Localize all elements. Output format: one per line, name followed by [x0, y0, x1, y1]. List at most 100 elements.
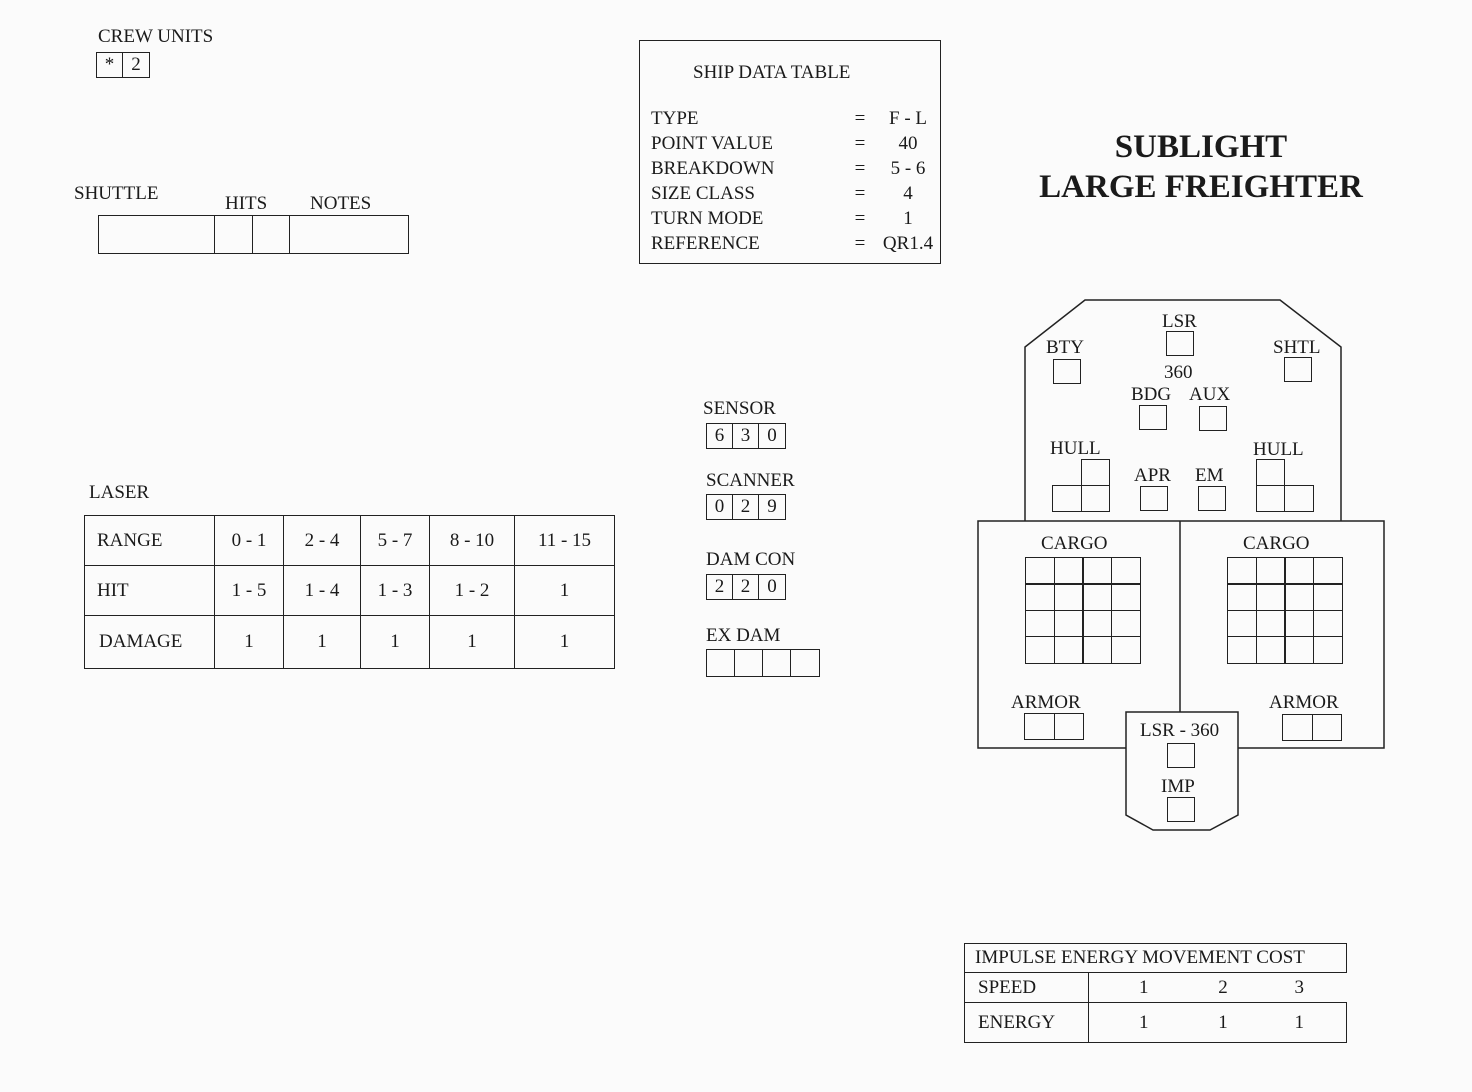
cargo-box[interactable] [1284, 635, 1314, 664]
hull-right-box[interactable] [1256, 459, 1285, 486]
sensor-box[interactable]: 3 [733, 424, 759, 448]
laser-hit-header: HIT [84, 565, 215, 616]
cargo-box[interactable] [1053, 635, 1084, 664]
cargo-box[interactable] [1082, 583, 1112, 611]
hull-left-box[interactable] [1052, 485, 1082, 512]
cargo-box[interactable] [1312, 609, 1343, 638]
impulse-speed-row: SPEED 1 2 3 [964, 972, 1346, 1003]
imp-label: IMP [1161, 776, 1195, 797]
shuttle-name-cell[interactable] [99, 216, 215, 253]
laser-damage-header: DAMAGE [84, 615, 215, 669]
cargo-box[interactable] [1255, 635, 1286, 664]
cargo-box[interactable] [1110, 557, 1141, 585]
lsr-aft-box[interactable] [1167, 743, 1195, 768]
exdam-box[interactable] [707, 650, 735, 676]
lsr-box[interactable] [1166, 331, 1194, 356]
cargo-box[interactable] [1025, 635, 1055, 664]
armor-right-box[interactable] [1282, 714, 1313, 741]
bty-box[interactable] [1053, 359, 1081, 384]
cargo-box[interactable] [1025, 557, 1055, 585]
cargo-box[interactable] [1312, 557, 1343, 585]
laser-range-cell: 5 - 7 [360, 515, 430, 566]
ship-data-table: SHIP DATA TABLE TYPE=F - L POINT VALUE=4… [639, 40, 941, 264]
exdam-box[interactable] [763, 650, 791, 676]
armor-right-label: ARMOR [1269, 692, 1339, 713]
aux-box[interactable] [1199, 406, 1227, 431]
armor-left-box[interactable] [1024, 713, 1055, 740]
hull-left-box[interactable] [1081, 459, 1110, 486]
scanner-box[interactable]: 0 [707, 495, 733, 519]
laser-damage-cell: 1 [514, 615, 615, 669]
cargo-box[interactable] [1082, 609, 1112, 638]
shtl-box[interactable] [1284, 357, 1312, 382]
scanner-box[interactable]: 9 [767, 496, 777, 517]
shuttle-hit-box[interactable] [253, 216, 290, 253]
cargo-box[interactable] [1053, 583, 1084, 611]
cargo-box[interactable] [1082, 635, 1112, 664]
cargo-box[interactable] [1110, 635, 1141, 664]
impulse-energy-row: ENERGY 1 1 1 [964, 1002, 1347, 1043]
cargo-box[interactable] [1053, 557, 1084, 585]
shuttle-hit-box[interactable] [215, 216, 253, 253]
crew-box[interactable]: * [97, 53, 123, 77]
sensor-box[interactable]: 0 [767, 425, 777, 446]
cargo-box[interactable] [1227, 583, 1257, 611]
shuttle-notes-cell[interactable] [290, 216, 408, 253]
cargo-box[interactable] [1110, 609, 1141, 638]
exdam-box[interactable] [791, 650, 819, 676]
ship-title-line2: LARGE FREIGHTER [1039, 169, 1363, 205]
impulse-table: IMPULSE ENERGY MOVEMENT COST SPEED 1 2 3… [964, 943, 1347, 1043]
impulse-speed-header: SPEED [964, 972, 1089, 1003]
hull-right-box[interactable] [1284, 485, 1314, 512]
em-box[interactable] [1198, 486, 1226, 511]
ship-data-value: 1 [903, 208, 913, 229]
apr-box[interactable] [1140, 486, 1168, 511]
cargo-box[interactable] [1110, 583, 1141, 611]
cargo-box[interactable] [1255, 609, 1286, 638]
cargo-box[interactable] [1227, 635, 1257, 664]
damcon-box[interactable]: 2 [733, 575, 759, 599]
laser-damage-cell: 1 [214, 615, 284, 669]
sensor-box[interactable]: 6 [707, 424, 733, 448]
exdam-box[interactable] [735, 650, 763, 676]
laser-hit-cell: 1 - 5 [214, 565, 284, 616]
cargo-box[interactable] [1284, 609, 1314, 638]
cargo-box[interactable] [1312, 635, 1343, 664]
hull-right-box[interactable] [1256, 485, 1285, 512]
bdg-box[interactable] [1139, 405, 1167, 430]
laser-range-row: RANGE 0 - 1 2 - 4 5 - 7 8 - 10 11 - 15 [84, 515, 615, 566]
impulse-speed-cell: 3 [1294, 976, 1305, 998]
cargo-box[interactable] [1255, 557, 1286, 585]
laser-table: RANGE 0 - 1 2 - 4 5 - 7 8 - 10 11 - 15 H… [84, 515, 615, 669]
armor-right-box[interactable] [1312, 714, 1342, 741]
laser-damage-cell: 1 [429, 615, 515, 669]
apr-label: APR [1134, 465, 1171, 486]
ship-data-eq: = [854, 208, 866, 229]
laser-hit-row: HIT 1 - 5 1 - 4 1 - 3 1 - 2 1 [84, 565, 615, 616]
cargo-box[interactable] [1255, 583, 1286, 611]
hull-left-label: HULL [1050, 438, 1101, 459]
scanner-box[interactable]: 2 [733, 495, 759, 519]
cargo-box[interactable] [1082, 557, 1112, 585]
hull-left-box[interactable] [1081, 485, 1110, 512]
cargo-box[interactable] [1025, 609, 1055, 638]
damcon-box[interactable]: 0 [767, 576, 777, 597]
cargo-box[interactable] [1284, 583, 1314, 611]
cargo-box[interactable] [1227, 609, 1257, 638]
cargo-box[interactable] [1312, 583, 1343, 611]
ship-data-row: SIZE CLASS=4 [651, 181, 945, 206]
impulse-title-row: IMPULSE ENERGY MOVEMENT COST [964, 943, 1347, 973]
imp-box[interactable] [1167, 797, 1195, 822]
laser-damage-row: DAMAGE 1 1 1 1 1 [84, 615, 615, 669]
ship-data-eq: = [854, 108, 866, 129]
cargo-box[interactable] [1053, 609, 1084, 638]
ship-title-line1: SUBLIGHT [1114, 129, 1288, 165]
cargo-box[interactable] [1284, 557, 1314, 585]
armor-left-box[interactable] [1054, 713, 1084, 740]
impulse-title: IMPULSE ENERGY MOVEMENT COST [964, 943, 1347, 973]
cargo-box[interactable] [1227, 557, 1257, 585]
cargo-box[interactable] [1025, 583, 1055, 611]
damcon-box[interactable]: 2 [707, 575, 733, 599]
crew-box[interactable]: 2 [131, 54, 141, 75]
ship-data-row: BREAKDOWN=5 - 6 [651, 156, 945, 181]
